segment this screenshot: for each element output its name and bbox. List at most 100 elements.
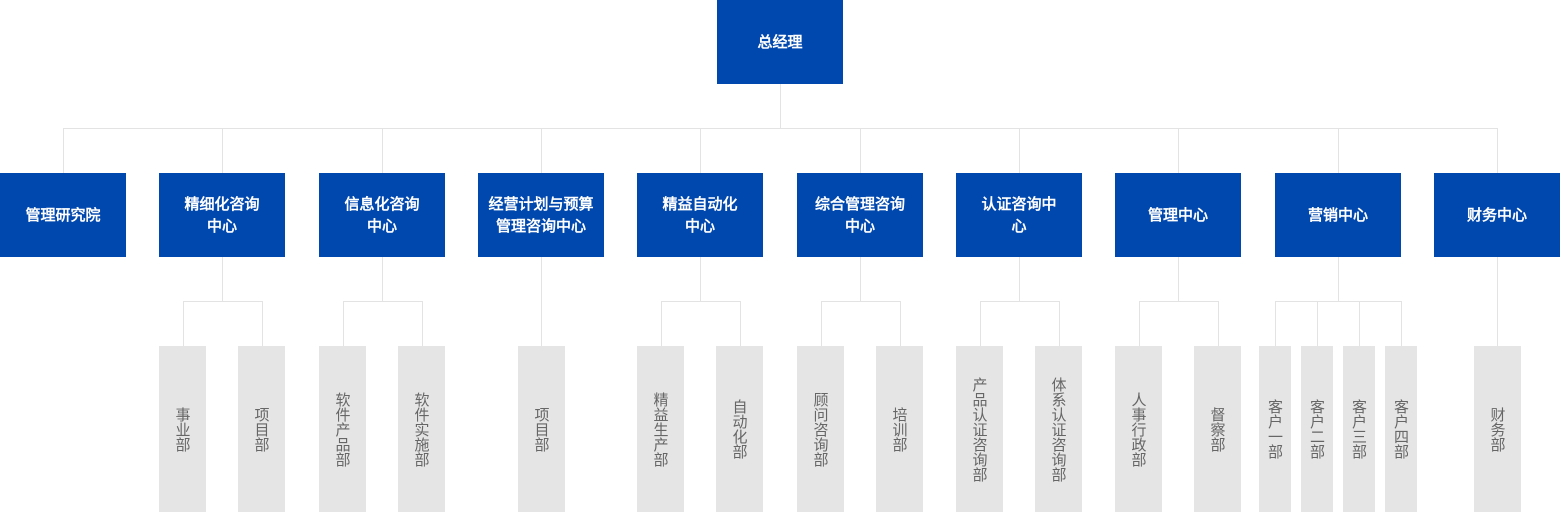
department-node: 督察部 bbox=[1194, 346, 1241, 512]
department-node-label: 软件产品部 bbox=[333, 391, 352, 467]
connector-dept-horizontal bbox=[980, 301, 1060, 302]
center-node-label-line: 心 bbox=[1011, 217, 1027, 235]
department-node: 客户四部 bbox=[1385, 346, 1417, 512]
department-node-label: 客户三部 bbox=[1350, 399, 1368, 459]
department-node: 客户一部 bbox=[1259, 346, 1291, 512]
connector-root-down bbox=[780, 84, 781, 128]
connector-center-up bbox=[382, 128, 383, 173]
connector-center-up bbox=[541, 128, 542, 173]
center-node-label: 精益自动化中心 bbox=[662, 193, 737, 237]
department-node-label: 项目部 bbox=[252, 406, 271, 452]
department-node: 人事行政部 bbox=[1115, 346, 1162, 512]
connector-level1-horizontal bbox=[63, 128, 1498, 129]
center-node: 综合管理咨询中心 bbox=[797, 173, 923, 257]
connector-dept-down bbox=[740, 301, 741, 346]
department-node-label: 督察部 bbox=[1208, 406, 1227, 452]
connector-dept-horizontal bbox=[343, 301, 423, 302]
connector-dept-single bbox=[541, 257, 542, 346]
center-node-label: 营销中心 bbox=[1308, 204, 1368, 226]
connector-center-up bbox=[1497, 128, 1498, 173]
center-node-label-line: 认证咨询中 bbox=[981, 195, 1057, 213]
connector-center-down bbox=[1178, 257, 1179, 301]
center-node: 信息化咨询中心 bbox=[319, 173, 445, 257]
center-node-label-line: 中心 bbox=[206, 217, 237, 235]
connector-center-up bbox=[63, 128, 64, 173]
department-node: 软件实施部 bbox=[398, 346, 445, 512]
department-node-label: 事业部 bbox=[173, 406, 192, 452]
connector-dept-single bbox=[1497, 257, 1498, 346]
department-node-label: 财务部 bbox=[1488, 406, 1507, 452]
department-node: 顾问咨询部 bbox=[797, 346, 844, 512]
center-node: 营销中心 bbox=[1275, 173, 1401, 257]
department-node-label: 培训部 bbox=[890, 406, 909, 452]
center-node-label-line: 综合管理咨询 bbox=[814, 195, 905, 213]
center-node-label-line: 信息化咨询 bbox=[344, 195, 420, 213]
connector-center-down bbox=[700, 257, 701, 301]
center-node-label: 认证咨询中心 bbox=[981, 193, 1056, 237]
department-node: 项目部 bbox=[238, 346, 285, 512]
center-node-label: 财务中心 bbox=[1467, 204, 1527, 226]
root-node-general-manager: 总经理 bbox=[717, 0, 843, 84]
department-node: 自动化部 bbox=[716, 346, 763, 512]
connector-center-down bbox=[1019, 257, 1020, 301]
connector-center-down bbox=[860, 257, 861, 301]
department-node-label: 体系认证咨询部 bbox=[1049, 376, 1068, 482]
connector-center-up bbox=[1338, 128, 1339, 173]
connector-dept-down bbox=[1275, 301, 1276, 346]
center-node-label-line: 中心 bbox=[684, 217, 715, 235]
center-node-label-line: 管理中心 bbox=[1147, 206, 1208, 224]
center-node-label-line: 经营计划与预算 bbox=[488, 195, 594, 213]
center-node-label-line: 中心 bbox=[366, 217, 397, 235]
connector-dept-horizontal bbox=[1275, 301, 1402, 302]
connector-dept-down bbox=[343, 301, 344, 346]
center-node: 经营计划与预算管理咨询中心 bbox=[478, 173, 604, 257]
center-node: 管理研究院 bbox=[0, 173, 126, 257]
center-node-label: 经营计划与预算管理咨询中心 bbox=[488, 193, 593, 237]
department-node-label: 客户四部 bbox=[1392, 399, 1410, 459]
root-node-label: 总经理 bbox=[757, 33, 803, 51]
center-node-label: 信息化咨询中心 bbox=[344, 193, 419, 237]
department-node-label: 人事行政部 bbox=[1129, 391, 1148, 467]
connector-center-down bbox=[222, 257, 223, 301]
connector-dept-down bbox=[980, 301, 981, 346]
connector-dept-down bbox=[262, 301, 263, 346]
connector-dept-down bbox=[1401, 301, 1402, 346]
department-node-label: 产品认证咨询部 bbox=[970, 376, 989, 482]
department-node-label: 精益生产部 bbox=[651, 391, 670, 467]
department-node-label: 自动化部 bbox=[730, 399, 749, 459]
center-node: 管理中心 bbox=[1115, 173, 1241, 257]
center-node-label-line: 营销中心 bbox=[1307, 206, 1368, 224]
department-node-label: 客户二部 bbox=[1308, 399, 1326, 459]
center-node: 精益自动化中心 bbox=[637, 173, 763, 257]
center-node-label-line: 管理咨询中心 bbox=[495, 217, 586, 235]
department-node: 客户三部 bbox=[1343, 346, 1375, 512]
center-node-label-line: 中心 bbox=[844, 217, 875, 235]
department-node: 培训部 bbox=[876, 346, 923, 512]
connector-dept-horizontal bbox=[183, 301, 263, 302]
center-node: 精细化咨询中心 bbox=[159, 173, 285, 257]
department-node: 客户二部 bbox=[1301, 346, 1333, 512]
center-node-label-line: 财务中心 bbox=[1466, 206, 1527, 224]
department-node: 项目部 bbox=[518, 346, 565, 512]
connector-dept-down bbox=[1139, 301, 1140, 346]
connector-dept-down bbox=[821, 301, 822, 346]
connector-dept-down bbox=[422, 301, 423, 346]
department-node: 产品认证咨询部 bbox=[956, 346, 1003, 512]
center-node-label: 精细化咨询中心 bbox=[184, 193, 259, 237]
connector-dept-down bbox=[1317, 301, 1318, 346]
center-node-label-line: 管理研究院 bbox=[25, 206, 101, 224]
department-node: 财务部 bbox=[1474, 346, 1521, 512]
connector-center-down bbox=[1338, 257, 1339, 301]
connector-dept-down bbox=[1218, 301, 1219, 346]
connector-center-up bbox=[1019, 128, 1020, 173]
connector-dept-horizontal bbox=[821, 301, 901, 302]
department-node-label: 项目部 bbox=[532, 406, 551, 452]
department-node: 精益生产部 bbox=[637, 346, 684, 512]
center-node-label: 综合管理咨询中心 bbox=[815, 193, 905, 237]
department-node: 体系认证咨询部 bbox=[1035, 346, 1082, 512]
connector-dept-horizontal bbox=[1139, 301, 1219, 302]
department-node: 事业部 bbox=[159, 346, 206, 512]
department-node-label: 顾问咨询部 bbox=[811, 391, 830, 467]
connector-dept-down bbox=[183, 301, 184, 346]
connector-center-up bbox=[700, 128, 701, 173]
